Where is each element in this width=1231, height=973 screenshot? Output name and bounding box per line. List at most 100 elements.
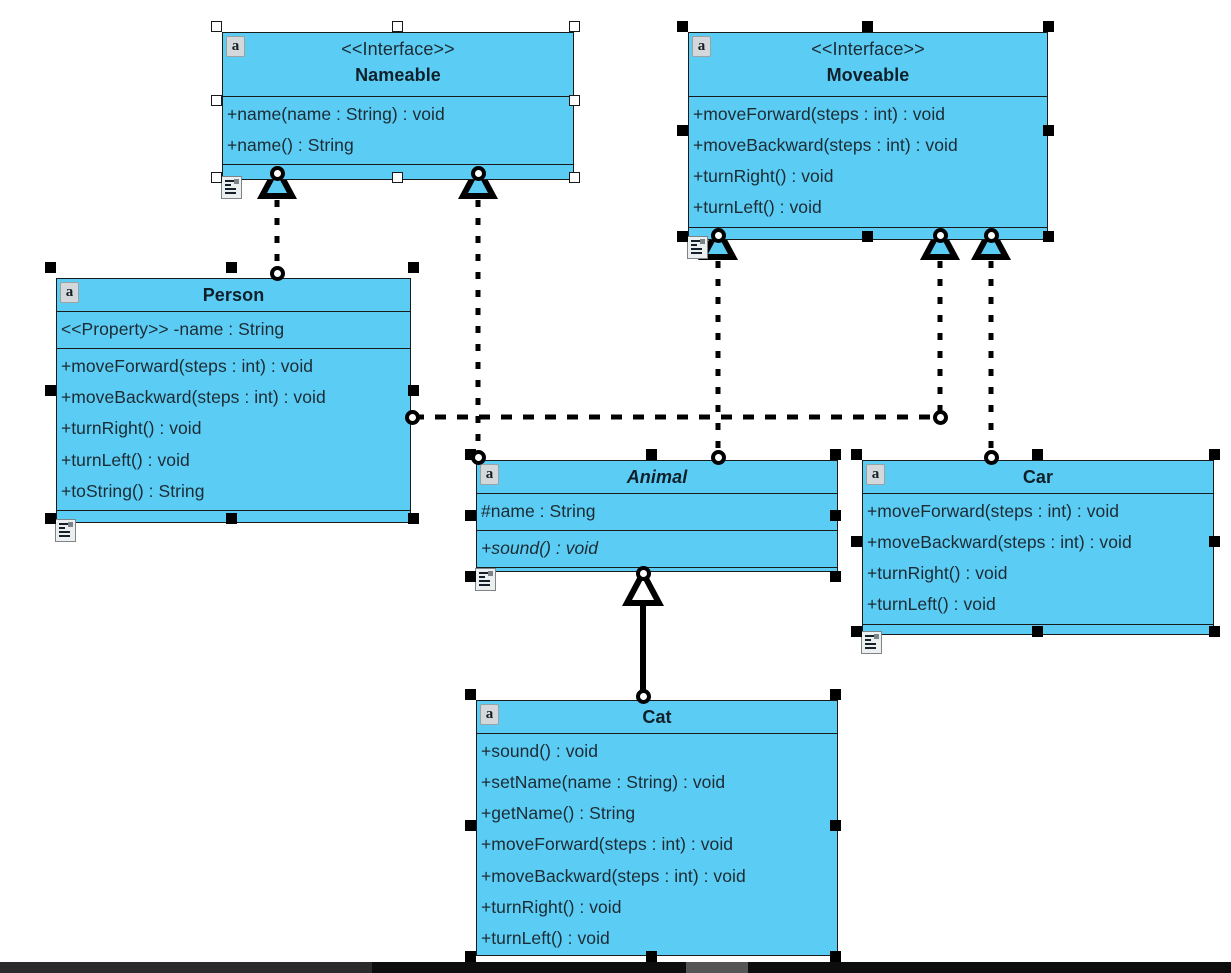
selection-handle[interactable]	[677, 231, 688, 242]
selection-handle[interactable]	[392, 21, 403, 32]
connector-endpoint[interactable]	[471, 450, 486, 465]
operations-compartment: +moveForward(steps : int) : void +moveBa…	[863, 494, 1213, 625]
selection-handle[interactable]	[862, 21, 873, 32]
selection-handle[interactable]	[677, 125, 688, 136]
uml-class-animal[interactable]: a Animal #name : String +sound() : void	[475, 460, 838, 591]
class-name: Moveable	[826, 65, 910, 86]
strip-segment	[686, 962, 748, 973]
selection-handle[interactable]	[408, 385, 419, 396]
selection-handle[interactable]	[1209, 536, 1220, 547]
document-note-icon[interactable]	[55, 519, 76, 542]
document-note-icon[interactable]	[861, 631, 882, 654]
selection-handle[interactable]	[1209, 626, 1220, 637]
selection-handle[interactable]	[465, 510, 476, 521]
document-note-icon[interactable]	[221, 176, 242, 199]
attribute-item: <<Property>> -name : String	[61, 319, 285, 339]
connector-endpoint[interactable]	[933, 410, 948, 425]
operation-item: +getName() : String	[481, 803, 636, 824]
operation-item: +turnRight() : void	[693, 166, 834, 187]
connector-endpoint[interactable]	[711, 450, 726, 465]
selection-handle[interactable]	[465, 689, 476, 700]
selection-handle[interactable]	[465, 951, 476, 962]
operations-compartment: +sound() : void	[477, 531, 837, 569]
uml-class-person[interactable]: a Person <<Property>> -name : String +mo…	[55, 278, 411, 542]
selection-handle[interactable]	[45, 513, 56, 524]
selection-handle[interactable]	[1043, 231, 1054, 242]
class-header: a Car	[863, 461, 1213, 494]
selection-handle[interactable]	[862, 231, 873, 242]
selection-handle[interactable]	[1043, 21, 1054, 32]
selection-handle[interactable]	[646, 951, 657, 962]
class-stereotype: <<Interface>>	[811, 39, 925, 59]
operation-item: +moveBackward(steps : int) : void	[867, 532, 1132, 553]
class-name: Person	[202, 285, 265, 305]
document-note-icon[interactable]	[475, 568, 496, 591]
selection-handle[interactable]	[465, 571, 476, 582]
selection-handle[interactable]	[851, 626, 862, 637]
selection-handle[interactable]	[851, 536, 862, 547]
connector-endpoint[interactable]	[711, 228, 726, 243]
selection-handle[interactable]	[830, 689, 841, 700]
operations-compartment: +name(name : String) : void +name() : St…	[223, 97, 573, 166]
connector-endpoint[interactable]	[270, 166, 285, 181]
selection-handle[interactable]	[211, 21, 222, 32]
selection-handle[interactable]	[569, 21, 580, 32]
selection-handle[interactable]	[226, 262, 237, 273]
document-note-icon[interactable]	[687, 236, 708, 259]
selection-handle[interactable]	[830, 820, 841, 831]
selection-handle[interactable]	[830, 951, 841, 962]
connector-endpoint[interactable]	[984, 228, 999, 243]
bottom-system-strip[interactable]	[0, 962, 1231, 973]
selection-handle[interactable]	[830, 510, 841, 521]
operation-item: +moveForward(steps : int) : void	[867, 501, 1120, 521]
connector-endpoint[interactable]	[636, 566, 651, 581]
class-header: a Person	[57, 279, 410, 312]
class-header: a Animal	[477, 461, 837, 494]
uml-class-moveable[interactable]: a <<Interface>> Moveable +moveForward(st…	[687, 32, 1048, 259]
operations-compartment: +moveForward(steps : int) : void +moveBa…	[57, 349, 410, 511]
selection-handle[interactable]	[677, 21, 688, 32]
selection-handle[interactable]	[211, 95, 222, 106]
selection-handle[interactable]	[45, 262, 56, 273]
operations-compartment: +moveForward(steps : int) : void +moveBa…	[689, 97, 1047, 228]
connector-endpoint[interactable]	[984, 450, 999, 465]
strip-segment	[0, 962, 372, 973]
selection-handle[interactable]	[1043, 125, 1054, 136]
class-header: a Cat	[477, 701, 837, 734]
class-name: Nameable	[355, 65, 441, 86]
connector-endpoint[interactable]	[405, 410, 420, 425]
selection-handle[interactable]	[211, 172, 222, 183]
selection-handle[interactable]	[465, 820, 476, 831]
selection-handle[interactable]	[830, 571, 841, 582]
operation-item: +turnLeft() : void	[867, 594, 996, 615]
selection-handle[interactable]	[1032, 626, 1043, 637]
selection-handle[interactable]	[851, 449, 862, 460]
operation-item: +moveForward(steps : int) : void	[61, 356, 314, 377]
selection-handle[interactable]	[408, 262, 419, 273]
selection-handle[interactable]	[569, 172, 580, 183]
a-badge-icon: a	[480, 704, 499, 725]
a-badge-icon: a	[692, 36, 711, 57]
uml-class-nameable[interactable]: a <<Interface>> Nameable +name(name : St…	[221, 32, 574, 199]
connector-endpoint[interactable]	[270, 266, 285, 281]
selection-handle[interactable]	[408, 513, 419, 524]
class-name: Animal	[626, 467, 688, 487]
uml-class-car[interactable]: a Car +moveForward(steps : int) : void +…	[861, 460, 1214, 654]
selection-handle[interactable]	[226, 513, 237, 524]
connector-endpoint[interactable]	[636, 689, 651, 704]
selection-handle[interactable]	[45, 385, 56, 396]
connector-endpoint[interactable]	[933, 228, 948, 243]
selection-handle[interactable]	[392, 172, 403, 183]
selection-handle[interactable]	[1032, 449, 1043, 460]
selection-handle[interactable]	[569, 95, 580, 106]
connector-endpoint[interactable]	[471, 166, 486, 181]
selection-handle[interactable]	[646, 449, 657, 460]
a-badge-icon: a	[480, 464, 499, 485]
operation-item: +turnLeft() : void	[481, 927, 610, 948]
uml-class-cat[interactable]: a Cat +sound() : void +setName(name : St…	[476, 700, 838, 956]
connector-person-realizes-moveable[interactable]	[413, 243, 943, 420]
selection-handle[interactable]	[830, 449, 841, 460]
selection-handle[interactable]	[1209, 449, 1220, 460]
a-badge-icon: a	[866, 464, 885, 485]
